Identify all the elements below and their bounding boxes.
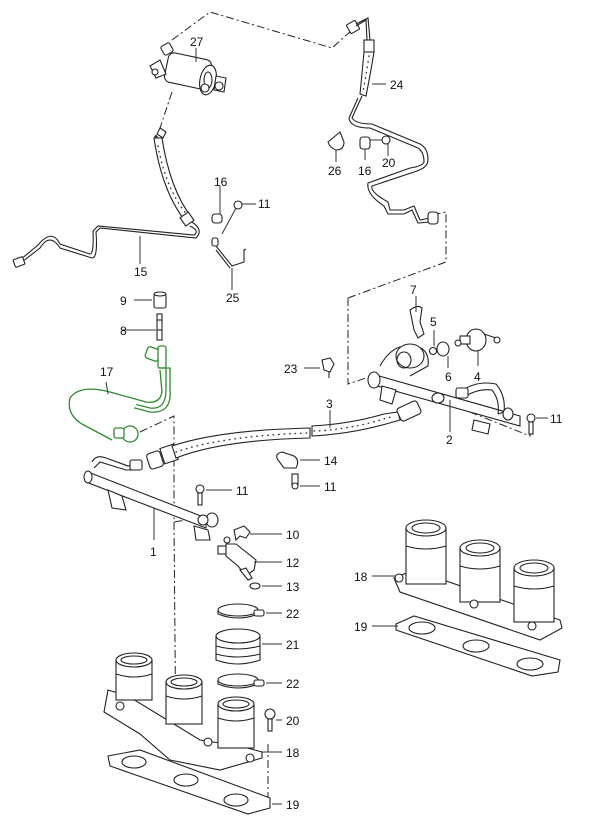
callout-25: 25 [226, 291, 240, 305]
part-18-intake-manifold-right[interactable] [393, 519, 563, 641]
part-15-fuel-line[interactable] [12, 127, 200, 268]
part-3-fuel-hose[interactable] [146, 400, 422, 470]
part-21-rubber-boot[interactable] [215, 628, 261, 665]
callout-18-right: 18 [354, 570, 368, 584]
part-20-bolt-top[interactable] [370, 135, 391, 145]
callout-11-left: 11 [236, 484, 249, 498]
callout-5: 5 [430, 315, 437, 329]
callout-11-top: 11 [258, 197, 271, 211]
part-11-bolt-left[interactable] [195, 484, 205, 506]
part-19-gasket-right[interactable] [395, 615, 561, 677]
part-12-fuel-injector[interactable] [217, 536, 257, 581]
callout-10: 10 [286, 528, 300, 542]
callout-19-left: 19 [286, 798, 300, 812]
callout-12: 12 [286, 556, 300, 570]
callout-27: 27 [190, 35, 204, 49]
part-14-clamp[interactable] [276, 451, 299, 469]
callout-14: 14 [324, 454, 338, 468]
part-5-o-ring[interactable] [428, 346, 438, 356]
part-10-clip[interactable] [233, 525, 251, 542]
leader-lines [105, 48, 548, 805]
part-2-fuel-rail-right[interactable] [367, 343, 521, 435]
part-24-fuel-line[interactable] [345, 17, 439, 225]
part-8-valve[interactable] [156, 313, 163, 341]
callout-22-lower: 22 [286, 677, 300, 691]
callout-26: 26 [328, 164, 342, 178]
callout-11-right: 11 [550, 412, 563, 426]
part-13-o-ring[interactable] [249, 582, 261, 590]
callout-7: 7 [410, 283, 417, 297]
callout-15: 15 [134, 265, 148, 279]
callout-20-bottom: 20 [286, 714, 300, 728]
callout-6: 6 [445, 370, 452, 384]
callout-11-mid: 11 [324, 480, 337, 494]
part-20-bolt-bottom[interactable] [264, 708, 276, 732]
callout-22-upper: 22 [286, 607, 300, 621]
callout-13: 13 [286, 580, 300, 594]
part-26-bracket[interactable] [327, 131, 345, 151]
part-18-intake-manifold-left[interactable] [103, 652, 263, 771]
part-11-bolt-mid[interactable] [291, 473, 299, 490]
callout-21: 21 [286, 638, 300, 652]
part-16-clip-left[interactable] [211, 213, 223, 224]
callout-9: 9 [120, 294, 127, 308]
part-1-fuel-rail-left[interactable] [83, 456, 219, 541]
part-9-cap[interactable] [153, 291, 167, 309]
callout-2: 2 [446, 433, 453, 447]
part-23-connector[interactable] [321, 357, 335, 378]
part-27-fuel-filter[interactable] [149, 42, 227, 96]
callout-16-right: 16 [358, 164, 372, 178]
part-6-o-ring[interactable] [436, 341, 450, 357]
part-11-nut-top[interactable] [233, 200, 243, 210]
part-19-gasket-left[interactable] [107, 749, 271, 815]
part-4-pressure-regulator[interactable] [454, 328, 501, 352]
part-11-bolt-right[interactable] [526, 413, 536, 435]
callout-4: 4 [474, 370, 481, 384]
callout-labels: 27 15 16 11 25 24 26 16 20 9 8 17 7 5 6 … [100, 35, 563, 812]
callout-18-left: 18 [286, 746, 300, 760]
callout-3: 3 [326, 397, 333, 411]
part-17-fuel-line-highlighted[interactable] [68, 345, 171, 443]
callout-16-left: 16 [214, 175, 228, 189]
part-16-clip-right[interactable] [359, 136, 371, 150]
callout-1: 1 [150, 545, 157, 559]
callout-24: 24 [390, 78, 404, 92]
callout-20-top: 20 [382, 156, 396, 170]
callout-23: 23 [284, 362, 298, 376]
callout-8: 8 [120, 324, 127, 338]
callout-17: 17 [100, 365, 114, 379]
part-22-hose-clamp-lower[interactable] [217, 673, 265, 689]
part-25-bracket[interactable] [211, 207, 247, 269]
part-7-clip[interactable] [409, 305, 425, 339]
callout-19-right: 19 [354, 620, 368, 634]
part-22-hose-clamp-upper[interactable] [217, 603, 265, 619]
